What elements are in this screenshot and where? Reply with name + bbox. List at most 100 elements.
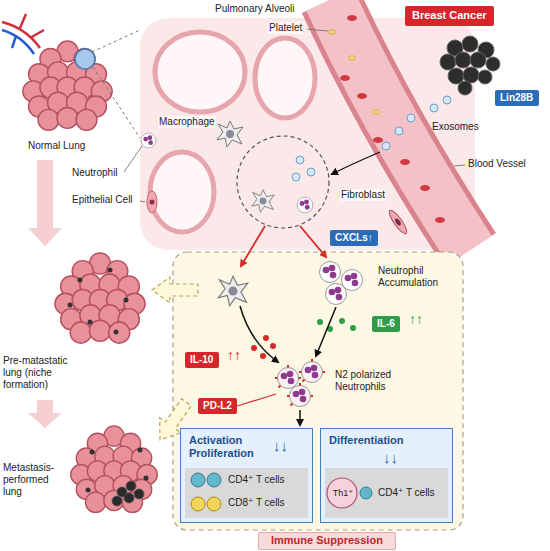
metastatic-lung-part-part: [138, 448, 143, 453]
cytokine-box: IL-10: [185, 352, 219, 368]
exosome-part: [395, 127, 403, 135]
tissue-cells: [141, 121, 409, 236]
tissue-cells-part: [217, 121, 243, 147]
exosome-part: [407, 114, 415, 122]
tcell-panel-part-part: [207, 497, 221, 511]
panel-cells-part-part: [317, 319, 323, 325]
label-text: Neutrophil Accumulation: [378, 265, 460, 289]
label-text: Activation Proliferation: [189, 434, 269, 460]
text-slot: Pulmonary Alveoli: [215, 3, 294, 15]
premetastatic-lung-part: [55, 253, 145, 343]
text-slot: CD4⁺ T cells: [378, 487, 435, 499]
blood-vessel-part-part: [357, 93, 367, 99]
tcell-panel-part: [185, 468, 308, 518]
leader-line: [124, 29, 465, 202]
tissue-cells-part: [150, 200, 155, 205]
tissue-cells-part: [394, 218, 402, 227]
tcell-panel-part: [180, 428, 313, 523]
metastatic-lung-part: [112, 481, 144, 506]
metastatic-lung-part: [86, 448, 149, 493]
box-text: CXCLs↑: [330, 230, 378, 246]
normal-lung-part: [23, 41, 112, 130]
spread-arrow-part: [152, 277, 198, 303]
label-text: CD8⁺ T cells: [228, 497, 285, 509]
exosome: [292, 96, 451, 181]
blood-vessel-part: [340, 15, 445, 223]
exosome-part: [382, 142, 390, 150]
box-text: IL-10: [185, 352, 219, 368]
normal-lung: [2, 14, 112, 130]
panel-cells-part-part: [350, 325, 356, 331]
tissue-cells-part: [297, 197, 313, 213]
signal-arrow-part: [316, 307, 336, 356]
leader-line-part: [454, 165, 465, 166]
text-slot: Fibroblast: [340, 189, 386, 201]
panel-cells-part: [320, 262, 341, 283]
blood-vessel-part-part: [373, 137, 383, 143]
progression-arrow-part: [28, 400, 62, 428]
progression-arrow-part: [28, 160, 62, 246]
trend-arrow: ↑↑: [409, 311, 423, 328]
tcell-panel-part: [191, 497, 221, 511]
tcell-panel-part: [320, 428, 453, 523]
effect-box: Differentiation↓↓Th1⁺CD4⁺ T cells: [320, 428, 453, 523]
signal-arrow-part: [240, 306, 278, 362]
premetastatic-lung-part-part: [88, 320, 93, 325]
tissue-cells-part: [141, 133, 156, 148]
text-slot: Macrophage: [158, 116, 216, 128]
tcell-panel-part-part: [207, 473, 221, 487]
tumor-part: [458, 81, 472, 95]
trend-arrow: ↓↓: [273, 437, 288, 455]
panel-cells-part: [275, 365, 301, 389]
label-text: CD4⁺ T cells: [378, 487, 435, 499]
chemokine-box: CXCLs↑: [330, 230, 378, 246]
cell-strip: CD4⁺ T cellsCD8⁺ T cells: [186, 469, 309, 519]
zoom-line-part: [93, 67, 140, 138]
label-text: N2 polarized Neutrophils: [335, 369, 420, 393]
label-text: Fibroblast: [340, 189, 386, 201]
text-slot: Epithelial Cell: [72, 194, 133, 206]
premetastatic-lung-part-part: [108, 268, 113, 273]
blood-vessel-part-part: [373, 110, 380, 114]
leader-line-part: [140, 201, 145, 202]
text-slot: Pre-matastatic lung (niche formation): [3, 355, 81, 391]
premetastatic-lung-part-part: [124, 298, 129, 303]
text-slot: Metastasis-performed lung: [3, 462, 65, 498]
text-slot: Neutrophil Accumulation: [378, 265, 460, 289]
tumor-part: [440, 54, 456, 70]
panel-cells-part: [317, 318, 356, 332]
metastatic-lung: [71, 426, 157, 512]
signal-arrow: [240, 306, 336, 425]
tissue-cells-part: [252, 190, 275, 213]
cell-strip: Th1⁺ CD4⁺ T cells: [326, 469, 449, 519]
text-slot: Blood Vessel: [468, 158, 526, 170]
label-text: Blood Vessel: [468, 158, 526, 170]
outcome-band: Immune Suppression: [258, 532, 396, 550]
tumor-part: [462, 36, 478, 52]
tumor: [440, 36, 500, 95]
blood-vessel-part-part: [347, 15, 357, 21]
label-text: CD4⁺ T cells: [228, 474, 285, 486]
metastatic-lung-part-part: [112, 496, 122, 506]
premetastatic-lung-part-part: [68, 303, 73, 308]
box-text: IL-6: [372, 316, 400, 332]
effect-box: Activation Proliferation↓↓CD4⁺ T cellsCD…: [180, 428, 313, 523]
trend-arrow: ↓↓: [383, 449, 398, 467]
metastatic-lung-part-part: [86, 488, 91, 493]
text-slot: ↑↑: [409, 311, 423, 328]
text-slot: Activation Proliferation: [189, 434, 269, 460]
label-text: Macrophage: [158, 116, 216, 128]
blood-vessel-part-part: [400, 159, 410, 165]
tumor-part: [470, 52, 486, 68]
text-slot: Neutrophil: [72, 167, 118, 179]
metastatic-lung-part-part: [124, 493, 134, 503]
blood-vessel-part-part: [349, 56, 356, 60]
metastatic-lung-part-part: [90, 450, 95, 455]
premetastatic-lung-part-part: [78, 278, 83, 283]
label-text: Th1⁺: [329, 488, 357, 499]
blood-vessel-part-part: [435, 217, 445, 223]
panel-cells-part: [326, 284, 347, 305]
recruit-arrow-part: [300, 226, 326, 257]
blood-vessel-part-part: [420, 185, 430, 191]
tumor-part: [486, 57, 500, 71]
